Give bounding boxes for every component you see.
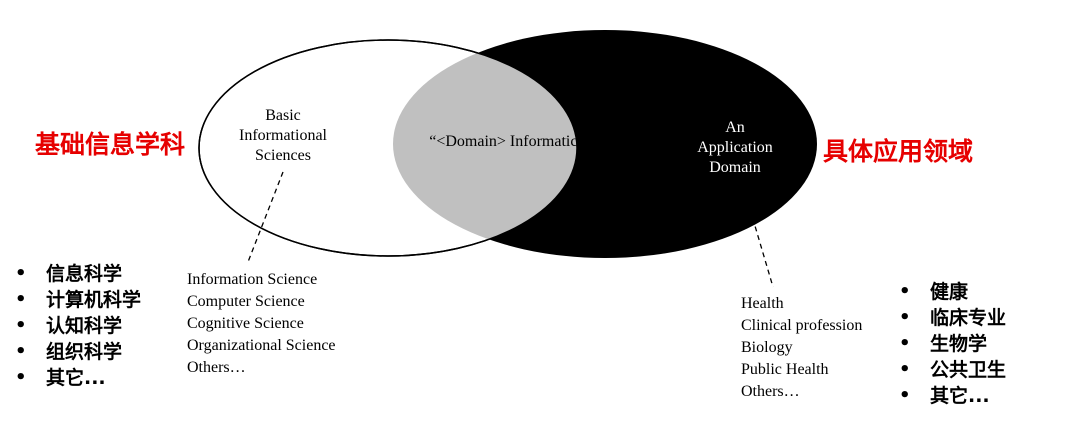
right-example-item: Public Health bbox=[741, 361, 829, 378]
right-example-item: Clinical profession bbox=[741, 317, 862, 334]
bullet-icon: • bbox=[899, 359, 911, 380]
right-example-item: Health bbox=[741, 295, 784, 312]
left-bullet-item: 认知科学 bbox=[46, 314, 122, 337]
basic-sciences-ellipse-outline bbox=[198, 39, 578, 257]
left-chinese-title: 基础信息学科 bbox=[35, 130, 185, 159]
left-circle-label-line-2: Informational bbox=[239, 127, 328, 144]
left-circle-label-line-1: Basic bbox=[265, 107, 301, 124]
right-bullet-item: 健康 bbox=[930, 280, 969, 303]
bullet-icon: • bbox=[899, 333, 911, 354]
bullet-icon: • bbox=[899, 385, 911, 406]
bullet-icon: • bbox=[899, 281, 911, 302]
left-bullet-item: 其它... bbox=[46, 366, 106, 389]
bullet-icon: • bbox=[15, 341, 27, 362]
right-circle-label-line-1: An bbox=[725, 119, 745, 136]
right-bullet-item: 公共卫生 bbox=[930, 358, 1006, 381]
left-example-item: Cognitive Science bbox=[187, 315, 304, 332]
right-bullet-item: 生物学 bbox=[930, 332, 987, 355]
left-bullet-item: 组织科学 bbox=[46, 340, 122, 363]
right-dashed-connector bbox=[744, 191, 774, 288]
bullet-icon: • bbox=[15, 263, 27, 284]
bullet-icon: • bbox=[15, 367, 27, 388]
right-bullet-item: 其它... bbox=[930, 384, 990, 407]
bullet-icon: • bbox=[15, 315, 27, 336]
left-example-item: Information Science bbox=[187, 271, 317, 288]
right-bullet-item: 临床专业 bbox=[930, 306, 1006, 329]
domain-informatics-overlap bbox=[393, 40, 577, 256]
right-circle-label-line-2: Application bbox=[697, 139, 773, 156]
right-example-item: Biology bbox=[741, 339, 793, 356]
bullet-icon: • bbox=[899, 307, 911, 328]
left-example-item: Others… bbox=[187, 359, 246, 376]
right-circle-label-line-3: Domain bbox=[709, 159, 761, 176]
right-example-item: Others… bbox=[741, 383, 800, 400]
left-dashed-connector bbox=[247, 171, 284, 263]
left-example-item: Organizational Science bbox=[187, 337, 336, 354]
right-chinese-title: 具体应用领域 bbox=[823, 137, 973, 166]
left-example-item: Computer Science bbox=[187, 293, 305, 310]
center-overlap-label: “<Domain> Informatics” bbox=[429, 133, 591, 150]
left-bullet-item: 计算机科学 bbox=[46, 288, 141, 311]
left-circle-label-line-3: Sciences bbox=[255, 147, 311, 164]
bullet-icon: • bbox=[15, 289, 27, 310]
left-bullet-item: 信息科学 bbox=[46, 262, 122, 285]
